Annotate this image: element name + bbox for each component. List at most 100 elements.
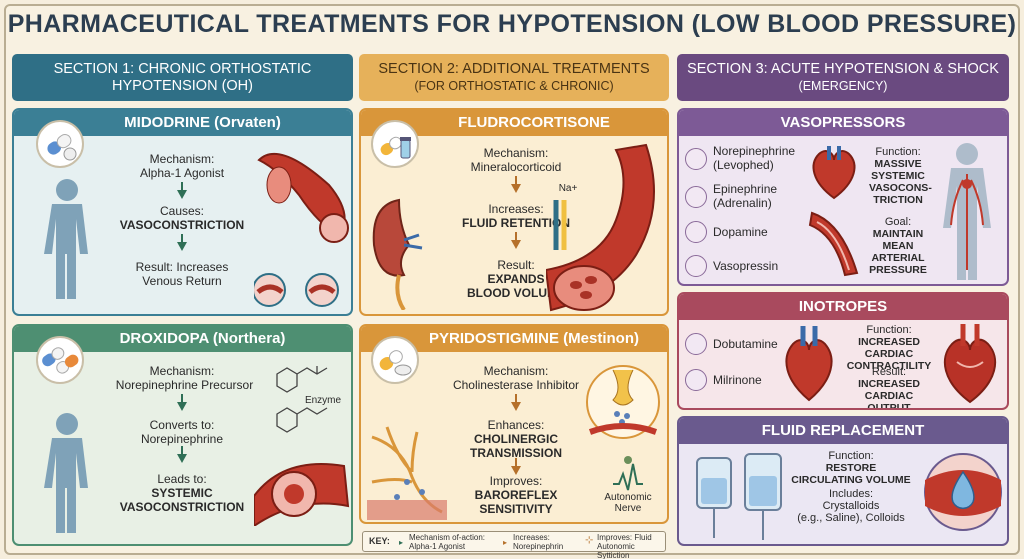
inotropes-title: INOTROPES — [679, 294, 1007, 320]
vial-icon — [685, 255, 707, 277]
arrow-down-icon — [511, 232, 521, 249]
vial-icon — [685, 186, 707, 208]
body-circulation-icon — [943, 143, 991, 280]
blood-drop-icon — [924, 453, 1002, 531]
droxidopa-mech-label: Mechanism: — [149, 364, 215, 378]
ino-func: INCREASED CARDIAC CONTRACTILITY — [846, 336, 932, 372]
midodrine-mech: Alpha-1 Agonist — [139, 166, 225, 180]
vial-icon — [685, 333, 707, 355]
pill-icon — [371, 336, 419, 384]
key-item-2a: Increases: — [513, 533, 550, 542]
fluid-title: FLUID REPLACEMENT — [679, 418, 1007, 444]
page-title: PHARMACEUTICAL TREATMENTS FOR HYPOTENSIO… — [7, 10, 1017, 38]
droxidopa-panel: DROXIDOPA (Northera) Mechanism: Norepine… — [12, 324, 353, 546]
molecule-icon — [276, 366, 328, 433]
heart-icon — [943, 324, 997, 404]
artery-icon — [808, 211, 859, 277]
heart-icon — [785, 326, 833, 402]
vial-icon — [685, 369, 707, 391]
key-item-1a: Mechanism of-action: — [409, 533, 486, 542]
pyrido-mech-label: Mechanism: — [483, 364, 549, 378]
pyrido-enh-1: CHOLINERGIC — [474, 432, 558, 446]
key-item-3b: Autonomic Syttiction — [597, 542, 635, 559]
key-item-3a: Improves: Fluid — [597, 533, 652, 542]
section-1-title: SECTION 1: CHRONIC ORTHOSTATIC — [53, 61, 312, 77]
vasopressors-title: VASOPRESSORS — [679, 110, 1007, 136]
fludro-inc: FLUID RETENTION — [462, 216, 570, 230]
legend-key: KEY: ▸ Mechanism of-action: Alpha-1 Agon… — [362, 531, 666, 559]
fludro-res-1: EXPANDS — [487, 272, 545, 286]
arrow-down-icon — [177, 394, 187, 411]
pill-vial-icon — [371, 120, 419, 168]
vaso-goal: MAINTAIN MEAN ARTERIAL PRESSURE — [869, 228, 927, 276]
drug-epinephrine: Epinephrine (Adrenalin) — [713, 182, 778, 210]
midodrine-causes: VASOCONSTRICTION — [119, 218, 245, 232]
blood-vessel-icon — [546, 143, 655, 312]
drug-dopamine: Dopamine — [713, 225, 768, 239]
synapse-icon — [586, 365, 660, 439]
capsules-icon — [36, 336, 84, 384]
key-arrow-icon: ▸ — [399, 538, 404, 547]
arrow-down-icon — [177, 182, 187, 199]
key-fluid-icon: ⊹ — [585, 535, 594, 546]
droxidopa-leads-label: Leads to: — [157, 472, 207, 486]
midodrine-causes-label: Causes: — [159, 204, 205, 218]
section-2-subtitle: (FOR ORTHOSTATIC & CHRONIC) — [414, 79, 614, 93]
droxidopa-conv: Norepinephrine — [140, 432, 224, 446]
iv-bags-icon — [696, 453, 782, 540]
arrow-down-icon — [177, 446, 187, 463]
section-3-subtitle: (EMERGENCY) — [798, 79, 888, 93]
key-item-1b: Alpha-1 Agonist — [409, 542, 466, 551]
section-2-header: SECTION 2: ADDITIONAL TREATMENTS (FOR ORT… — [359, 54, 669, 101]
drug-vasopressin: Vasopressin — [713, 259, 779, 273]
arrow-down-icon — [511, 176, 521, 193]
key-arrow-icon: ▸ — [503, 538, 508, 547]
drug-milrinone: Milrinone — [713, 373, 762, 387]
fluid-inc-2: (e.g., Saline), Colloids — [797, 512, 905, 524]
fludrocortisone-panel: FLUDROCORTISONE Mechanism: Mineralocorti… — [359, 108, 669, 316]
autonomic-nerve-icon — [613, 456, 643, 491]
arrow-down-icon — [511, 394, 521, 411]
droxidopa-conv-label: Converts to: — [149, 418, 215, 432]
fluid-func-label: Function: — [828, 450, 874, 462]
midodrine-mech-label: Mechanism: — [149, 152, 215, 166]
fludro-res-label: Result: — [497, 258, 535, 272]
pyrido-enh-2: TRANSMISSION — [469, 446, 562, 460]
fluid-inc-1: Crystalloids — [822, 500, 880, 512]
enzyme-label: Enzyme — [304, 395, 342, 406]
arrow-down-icon — [511, 458, 521, 475]
inotropes-panel: INOTROPES Dobutamine Milrinone Function:… — [677, 292, 1009, 410]
pyrido-imp-label: Improves: — [489, 474, 543, 488]
fluid-panel: FLUID REPLACEMENT Function: RESTORE CIRC… — [677, 416, 1009, 546]
drug-norepinephrine: Norepinephrine (Levophed) — [713, 144, 796, 172]
droxidopa-leads-2: VASOCONSTRICTION — [119, 500, 245, 514]
arrow-down-icon — [177, 234, 187, 251]
pyrido-imp-2: SENSITIVITY — [479, 502, 553, 516]
droxidopa-leads-1: SYSTEMIC — [151, 486, 213, 500]
midodrine-result-label: Result: Increases — [135, 260, 229, 274]
fludro-res-2: BLOOD VOLUME — [467, 286, 565, 300]
fludro-inc-label: Increases: — [488, 202, 544, 216]
fluid-func: RESTORE CIRCULATING VOLUME — [791, 462, 911, 486]
section-3-header: SECTION 3: ACUTE HYPOTENSION & SHOCK (EME… — [677, 54, 1009, 101]
human-figure-icon — [44, 179, 88, 299]
pyrido-imp-1: BAROREFLEX — [474, 488, 558, 502]
ino-func-label: Function: — [866, 324, 912, 336]
heart-icon — [812, 146, 856, 200]
drug-dobutamine: Dobutamine — [713, 337, 778, 351]
key-item-2b: Norepinephrin — [513, 542, 564, 551]
vasopressors-panel: VASOPRESSORS Norepinephrine (Levophed) E… — [677, 108, 1009, 286]
section-1-subtitle: HYPOTENSION (OH) — [112, 78, 253, 94]
sodium-label: Na+ — [558, 183, 578, 194]
human-figure-icon — [44, 413, 88, 533]
vaso-func: MASSIVE SYSTEMIC VASOCONS- TRICTION — [869, 158, 932, 206]
ino-res-label: Result: — [871, 366, 907, 378]
nerve-label-1: Autonomic — [604, 492, 652, 503]
fludro-mech-label: Mechanism: — [483, 146, 549, 160]
kidney-icon — [372, 198, 423, 310]
section-2-title: SECTION 2: ADDITIONAL TREATMENTS — [378, 61, 650, 77]
section-3-title: SECTION 3: ACUTE HYPOTENSION & SHOCK — [687, 61, 999, 77]
vial-icon — [685, 148, 707, 170]
blood-vessel-icon — [254, 152, 349, 307]
